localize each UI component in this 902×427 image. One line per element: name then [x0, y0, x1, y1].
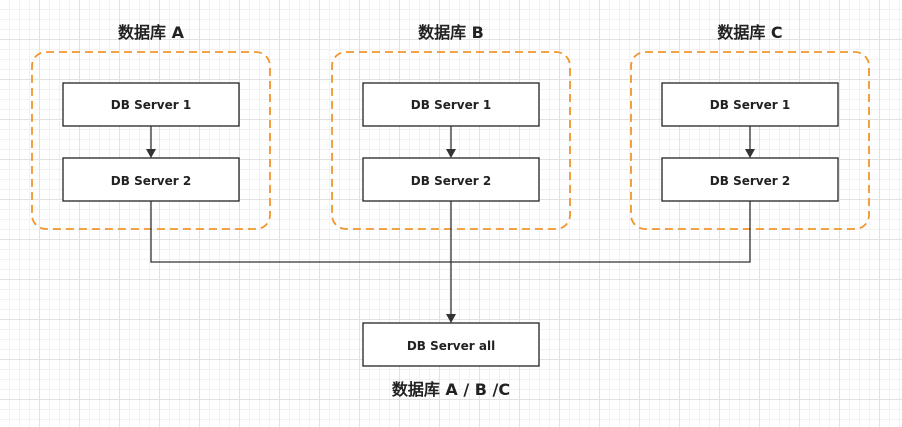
connector-from-group-a — [150, 201, 451, 263]
group-a-arrow-head — [146, 149, 156, 158]
connector-from-group-c — [451, 201, 751, 263]
database-group-a: 数据库 A DB Server 1 DB Server 2 — [31, 23, 271, 230]
database-group-c: 数据库 C DB Server 1 DB Server 2 — [630, 23, 870, 230]
aggregate-server: DB Server all 数据库 A / B /C — [362, 322, 540, 399]
group-a-server-1-label: DB Server 1 — [111, 98, 191, 112]
group-b-title: 数据库 B — [418, 23, 484, 42]
aggregate-caption: 数据库 A / B /C — [392, 380, 510, 399]
group-c-server-2-label: DB Server 2 — [710, 174, 790, 188]
merge-connectors — [150, 201, 751, 323]
group-c-server-1-label: DB Server 1 — [710, 98, 790, 112]
group-c-title: 数据库 C — [717, 23, 782, 42]
group-c-server-2-box[interactable] — [661, 157, 839, 202]
group-b-server-1-label: DB Server 1 — [411, 98, 491, 112]
database-group-b: 数据库 B DB Server 1 DB Server 2 — [331, 23, 571, 230]
group-a-server-2-box[interactable] — [62, 157, 240, 202]
merge-arrow-head — [446, 314, 456, 323]
group-b-server-2-label: DB Server 2 — [411, 174, 491, 188]
group-a-title: 数据库 A — [118, 23, 185, 42]
group-c-arrow-head — [745, 149, 755, 158]
group-a-server-2-label: DB Server 2 — [111, 174, 191, 188]
db-server-all-label: DB Server all — [407, 339, 495, 353]
group-c-server-1-box[interactable] — [661, 82, 839, 127]
db-server-all-box[interactable] — [362, 322, 540, 367]
group-b-arrow-head — [446, 149, 456, 158]
